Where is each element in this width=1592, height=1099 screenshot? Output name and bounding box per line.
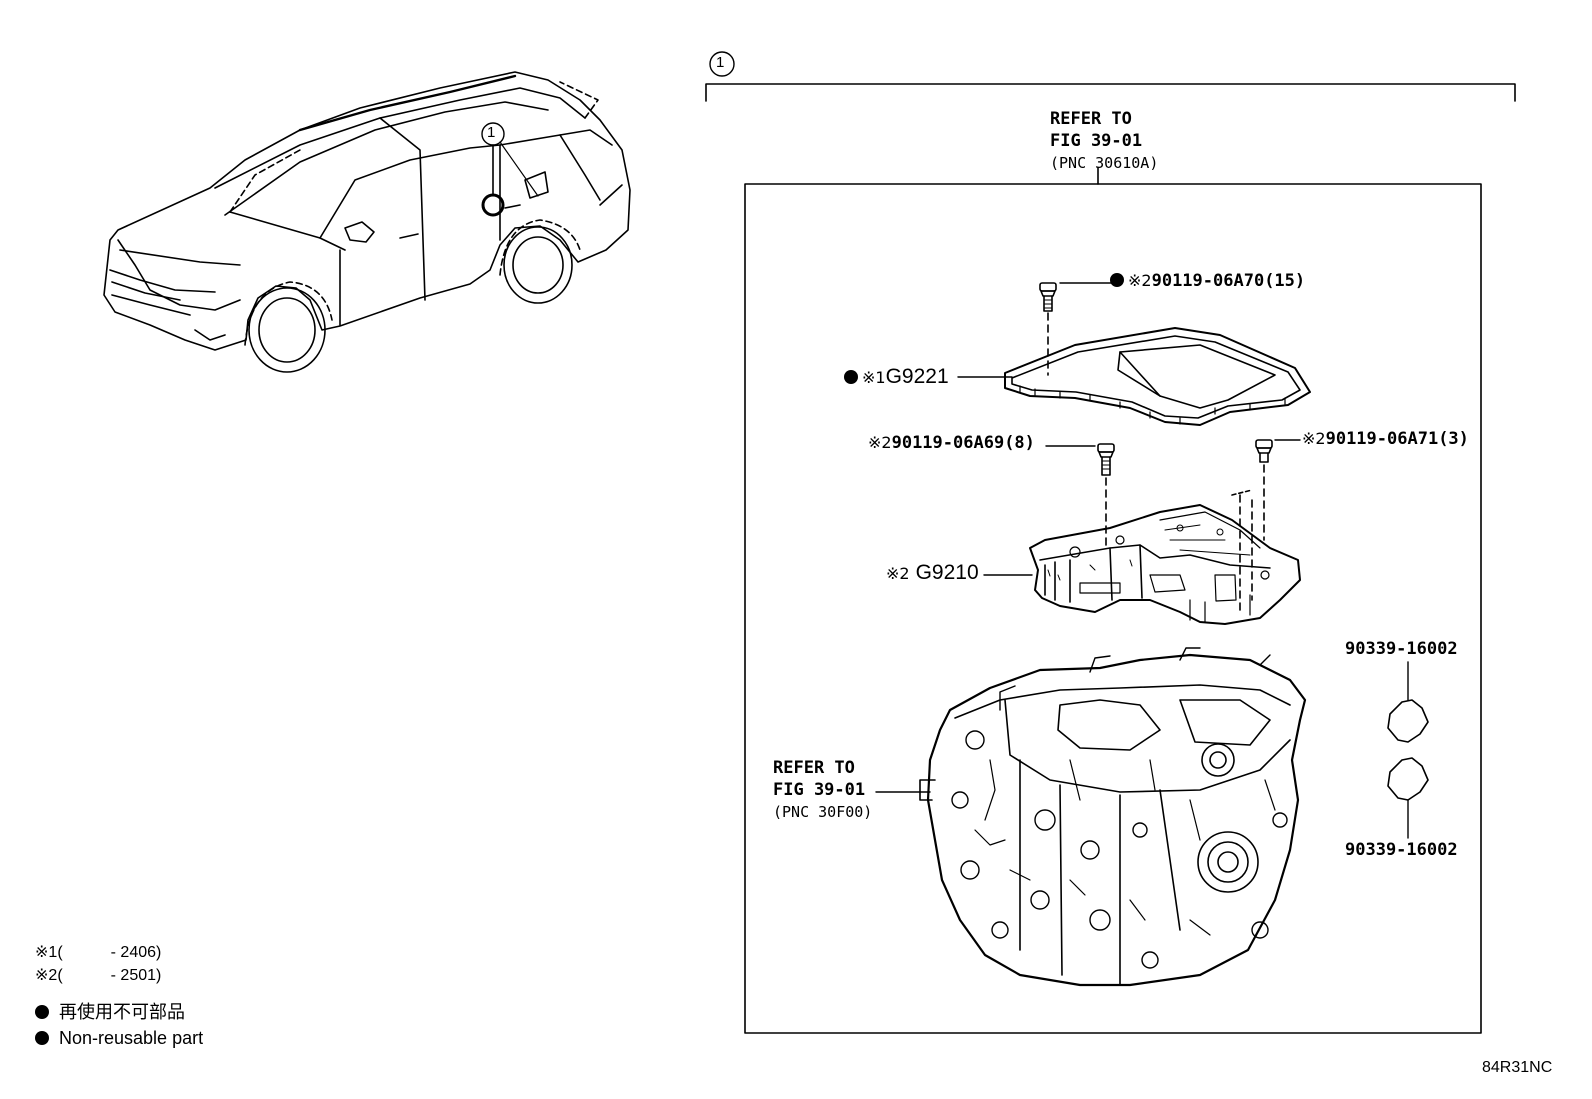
part-qty: (3) [1438, 429, 1469, 449]
plug-upper-illustration [1387, 699, 1429, 743]
transaxle-case-illustration [919, 647, 1307, 987]
bolt-right-illustration [1231, 439, 1273, 611]
part-label-oil-pan[interactable]: ※1G9221 [844, 366, 949, 387]
part-mark: ※2 [868, 433, 892, 452]
callout-number: 1 [716, 54, 725, 71]
part-label-bolt-left[interactable]: ※290119-06A69(8) [868, 435, 1035, 452]
legend-item-en: Non-reusable part [35, 1029, 203, 1047]
non-reusable-dot-icon [844, 370, 858, 384]
part-label-valve-body[interactable]: ※2 G9210 [886, 562, 979, 583]
part-qty: (15) [1264, 271, 1306, 291]
refer-mid-line2: FIG 39-01 [773, 780, 866, 800]
note-mark: ※2 [35, 967, 58, 984]
non-reusable-dot-icon [1110, 273, 1124, 287]
refer-mid-line3: (PNC 30F00) [773, 803, 873, 821]
refer-top-line2: FIG 39-01 [1050, 131, 1143, 151]
note-text: ( - 2406) [57, 944, 162, 961]
part-number: G9221 [885, 365, 949, 388]
part-number: 90119-06A70 [1151, 271, 1265, 291]
assembly-bracket [705, 51, 1516, 185]
plug-lower-illustration [1387, 757, 1429, 801]
non-reusable-dot-icon [35, 1005, 49, 1019]
refer-mid-note: REFER TO FIG 39-01 (PNC 30F00) [773, 757, 872, 823]
part-label-bolt-top[interactable]: ※290119-06A70(15) [1110, 273, 1305, 290]
legend-text: Non-reusable part [59, 1028, 204, 1048]
part-number: 90119-06A71 [1325, 429, 1439, 449]
refer-top-line3: (PNC 30610A) [1050, 154, 1159, 172]
legend-text: 再使用不可部品 [59, 1002, 185, 1022]
figure-code: 84R31NC [1482, 1059, 1553, 1076]
part-mark: ※2 [886, 564, 910, 583]
part-mark: ※1 [862, 368, 886, 387]
assembly-box [744, 183, 1482, 1034]
part-mark: ※2 [1302, 429, 1326, 448]
part-qty: (8) [1004, 433, 1035, 453]
leader-lines [875, 282, 1409, 839]
legend-item-jp: 再使用不可部品 [35, 1003, 185, 1021]
note-2: ※2( - 2501) [35, 968, 161, 984]
part-label-bolt-right[interactable]: ※290119-06A71(3) [1302, 431, 1469, 448]
part-label-plug-upper[interactable]: 90339-16002 [1345, 639, 1458, 659]
part-mark: ※2 [1128, 271, 1152, 290]
oil-pan-illustration [1004, 327, 1311, 426]
note-mark: ※1 [35, 944, 58, 961]
bolt-left-illustration [1097, 443, 1115, 546]
note-1: ※1( - 2406) [35, 945, 161, 961]
valve-body-illustration [1029, 504, 1301, 625]
non-reusable-dot-icon [35, 1031, 49, 1045]
vehicle-illustration [103, 71, 631, 373]
part-number: G9210 [915, 561, 979, 584]
part-label-plug-lower[interactable]: 90339-16002 [1345, 840, 1458, 860]
refer-top-line1: REFER TO [1050, 109, 1132, 129]
refer-mid-line1: REFER TO [773, 758, 855, 778]
refer-top-note: REFER TO FIG 39-01 (PNC 30610A) [1050, 108, 1158, 174]
vehicle-callout-number: 1 [487, 124, 496, 141]
bolt-top-illustration [1039, 282, 1057, 376]
note-text: ( - 2501) [57, 967, 162, 984]
part-number: 90119-06A69 [891, 433, 1005, 453]
